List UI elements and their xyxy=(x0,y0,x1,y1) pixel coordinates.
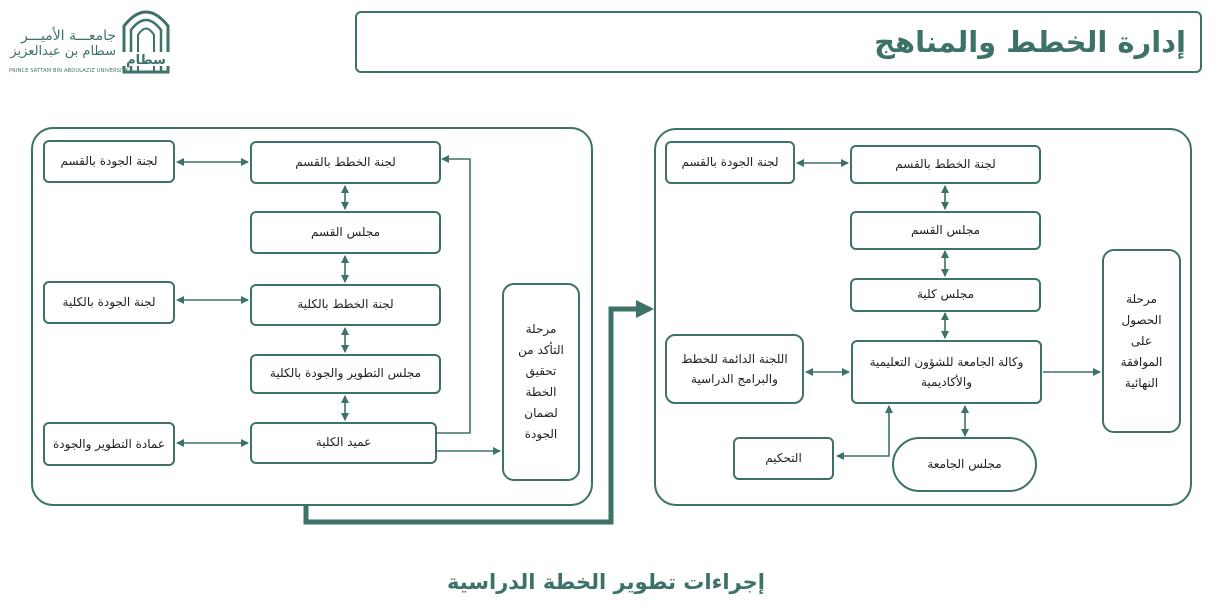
right-dept-council-box: مجلس القسم xyxy=(850,211,1041,250)
left-dev-quality-council-box: مجلس التطوير والجودة بالكلية xyxy=(250,354,441,394)
left-stage-verify-box: مرحلة التأكد من تحقيق الخطة لضمان الجودة xyxy=(502,283,580,481)
page-title-bar: إدارة الخطط والمناهج xyxy=(355,11,1202,73)
right-stage-approval-box: مرحلة الحصول على الموافقة النهائية xyxy=(1102,249,1181,433)
left-dean-box: عميد الكلية xyxy=(250,422,437,464)
left-panel xyxy=(31,127,593,506)
right-quality-dept-box: لجنة الجودة بالقسم xyxy=(665,141,795,184)
logo-emblem-icon: سطام xyxy=(122,10,170,74)
left-plans-college-box: لجنة الخطط بالكلية xyxy=(250,284,441,326)
right-university-council-box: مجلس الجامعة xyxy=(892,437,1037,492)
svg-text:سطام: سطام xyxy=(126,53,166,68)
right-vice-rectorate-box: وكالة الجامعة للشؤون التعليمية والأكاديم… xyxy=(851,340,1042,404)
left-quality-college-box: لجنة الجودة بالكلية xyxy=(43,281,175,324)
right-plans-dept-box: لجنة الخطط بالقسم xyxy=(850,145,1041,184)
left-dev-quality-deanship-box: عمادة التطوير والجودة xyxy=(43,422,175,466)
right-arbitration-box: التحكيم xyxy=(733,437,834,480)
page-title: إدارة الخطط والمناهج xyxy=(874,25,1186,59)
diagram-caption: إجراءات تطوير الخطة الدراسية xyxy=(447,570,765,594)
right-standing-committee-box: اللجنة الدائمة للخطط والبرامج الدراسية xyxy=(665,334,804,404)
left-quality-dept-box: لجنة الجودة بالقسم xyxy=(43,140,175,183)
university-logo: سطام جامعـــة الأميـــر سطام بن عبدالعزي… xyxy=(6,2,176,78)
left-dept-council-box: مجلس القسم xyxy=(250,211,441,254)
right-college-council-box: مجلس كلية xyxy=(850,278,1041,312)
left-plans-dept-box: لجنة الخطط بالقسم xyxy=(250,141,441,184)
logo-english-line: PRINCE SATTAM BIN ABDULAZIZ UNIVERSITY xyxy=(9,68,129,74)
logo-arabic-line2: سطام بن عبدالعزيز xyxy=(10,44,116,59)
logo-arabic-line1: جامعـــة الأميـــر xyxy=(20,28,116,44)
right-panel xyxy=(654,128,1192,506)
